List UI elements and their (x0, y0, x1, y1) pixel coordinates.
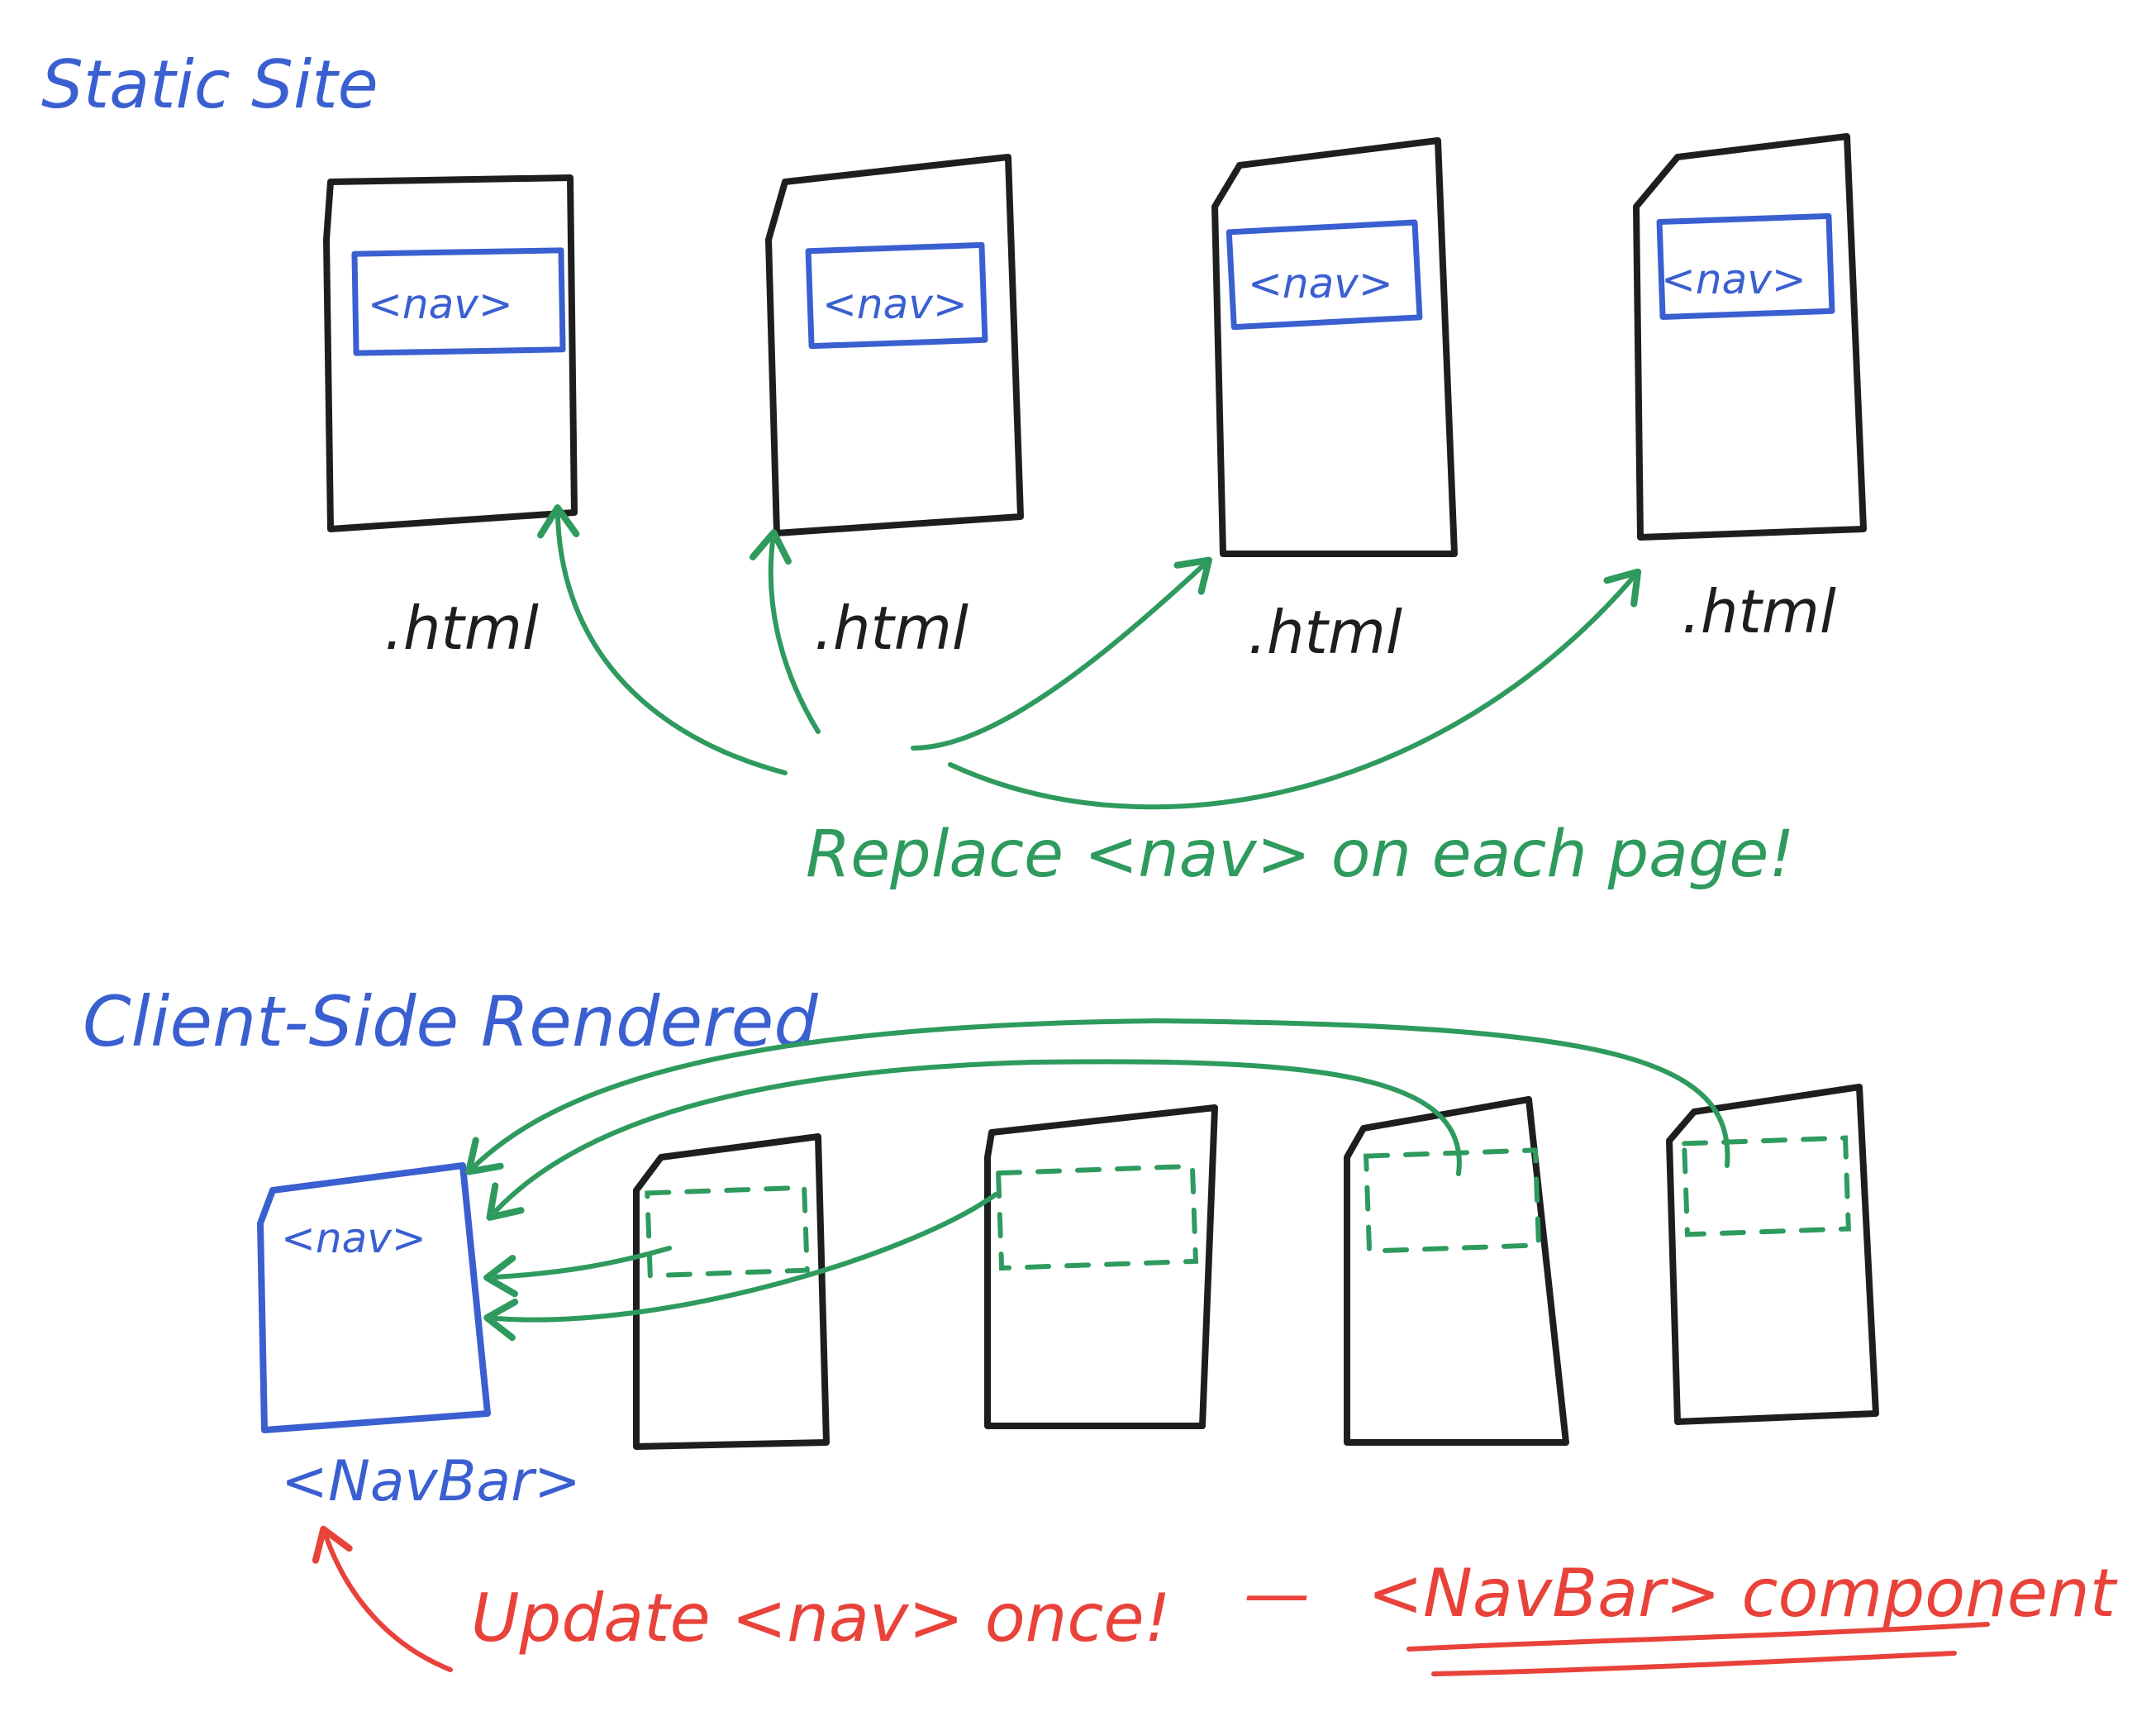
csr-page-2 (984, 1104, 1218, 1429)
static-page-4: <nav> .html (1633, 133, 1867, 646)
static-page-4-nav-label: <nav> (1661, 255, 1806, 303)
static-page-2-nav-label: <nav> (822, 280, 968, 328)
csr-page-1 (633, 1133, 830, 1450)
navbar-component: <nav> <NavBar> (257, 1162, 581, 1514)
csr-section-title: Client-Side Rendered (83, 981, 818, 1062)
component-underline-2 (1431, 1651, 1957, 1676)
component-underline-1 (1406, 1622, 1990, 1652)
static-section-title: Static Site (41, 46, 378, 123)
navbar-component-nav-label: <nav> (281, 1214, 426, 1262)
static-section-note: Replace <nav> on each page! (806, 818, 1795, 892)
static-page-3-ext-label: .html (1248, 598, 1402, 667)
csr-update-note-text: Update <nav> once! (471, 1580, 1171, 1657)
csr-page-3 (1344, 1096, 1569, 1446)
csr-page-4 (1666, 1084, 1879, 1425)
static-page-3: <nav> .html (1211, 137, 1458, 667)
static-replace-arrows (537, 504, 1642, 810)
static-page-1: <nav> .html (323, 174, 578, 663)
csr-import-arrows (465, 1018, 1730, 1342)
csr-note-dash: — (1244, 1555, 1310, 1632)
static-page-2-ext-label: .html (814, 594, 969, 663)
static-page-1-nav-label: <nav> (368, 280, 513, 328)
static-page-2: <nav> .html (765, 154, 1024, 663)
static-page-1-ext-label: .html (384, 594, 539, 663)
csr-component-note-text: <NavBar> component (1368, 1555, 2118, 1632)
static-page-4-ext-label: .html (1682, 577, 1836, 646)
navbar-component-name: <NavBar> (281, 1449, 581, 1514)
static-page-3-nav-label: <nav> (1248, 260, 1393, 307)
csr-update-note: Update <nav> once! — <NavBar> component (312, 1525, 2118, 1676)
